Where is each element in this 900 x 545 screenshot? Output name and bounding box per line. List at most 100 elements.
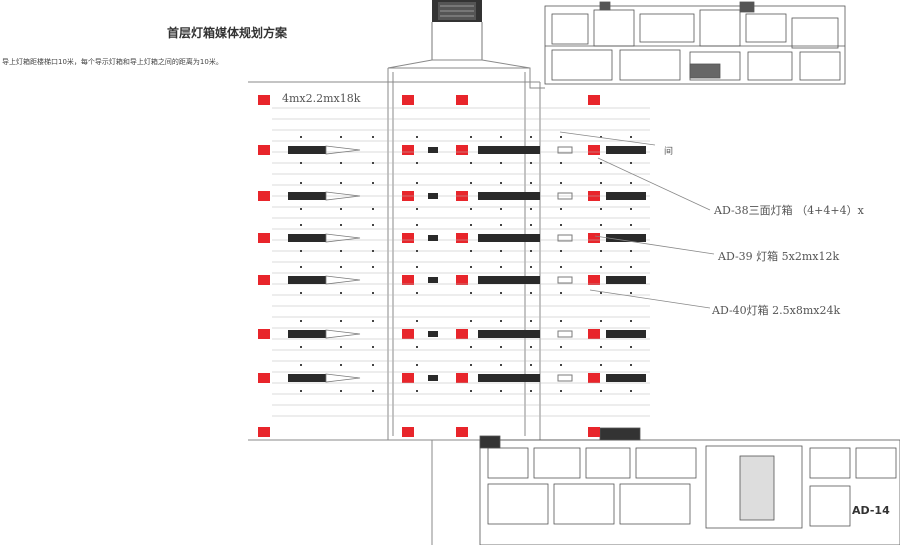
- dot: [470, 390, 472, 392]
- dot: [600, 182, 602, 184]
- dot: [300, 162, 302, 164]
- dot: [300, 136, 302, 138]
- dot: [416, 224, 418, 226]
- dot: [630, 364, 632, 366]
- callout-ad-38: AD-38三面灯箱 （4+4+4）x: [714, 204, 864, 217]
- lightbox-marker: [402, 233, 414, 243]
- dot: [300, 390, 302, 392]
- pillar: [557, 234, 573, 242]
- dot: [600, 136, 602, 138]
- parking-rows: [258, 95, 650, 437]
- dot: [416, 292, 418, 294]
- dot: [560, 320, 562, 322]
- dot: [560, 250, 562, 252]
- dot: [630, 390, 632, 392]
- dot: [530, 182, 532, 184]
- dot: [300, 224, 302, 226]
- car-strip: [478, 146, 540, 154]
- dot: [416, 136, 418, 138]
- lightbox-marker: [402, 275, 414, 285]
- dot: [560, 364, 562, 366]
- column-block: [428, 235, 438, 241]
- car-strip: [606, 374, 646, 382]
- dot: [530, 346, 532, 348]
- dot: [500, 182, 502, 184]
- car-strip: [478, 330, 540, 338]
- dot: [600, 364, 602, 366]
- page-title: 首层灯箱媒体规划方案: [167, 26, 288, 40]
- direction-arrow: [325, 145, 361, 155]
- car-strip: [478, 234, 540, 242]
- lightbox-marker: [456, 373, 468, 383]
- lightbox-marker: [588, 233, 600, 243]
- top-staircase: [431, 0, 483, 60]
- direction-arrow: [325, 329, 361, 339]
- dot: [372, 224, 374, 226]
- dot: [500, 320, 502, 322]
- dot: [470, 182, 472, 184]
- lightbox-marker: [456, 427, 468, 437]
- dot: [530, 250, 532, 252]
- dot: [340, 224, 342, 226]
- column-block: [428, 375, 438, 381]
- column-block: [428, 147, 438, 153]
- column-block: [428, 331, 438, 337]
- lightbox-marker: [402, 427, 414, 437]
- column-block: [428, 277, 438, 283]
- dot: [340, 182, 342, 184]
- dot: [470, 250, 472, 252]
- lightbox-marker: [402, 95, 414, 105]
- dot: [600, 250, 602, 252]
- dot: [416, 364, 418, 366]
- lightbox-marker: [402, 373, 414, 383]
- dot: [470, 292, 472, 294]
- dot: [500, 292, 502, 294]
- dot: [500, 136, 502, 138]
- dot: [600, 346, 602, 348]
- dot: [500, 250, 502, 252]
- dot: [470, 162, 472, 164]
- dot: [372, 136, 374, 138]
- plan-description: 导上灯箱距楼梯口10米，每个导示灯箱和导上灯箱之间的距离为10米。: [2, 58, 223, 66]
- column-block: [428, 193, 438, 199]
- dot: [470, 208, 472, 210]
- dot: [600, 292, 602, 294]
- pillar: [557, 146, 573, 154]
- dot: [500, 346, 502, 348]
- dot: [416, 266, 418, 268]
- hall-boundary: [248, 59, 640, 545]
- dot: [500, 390, 502, 392]
- pillar: [557, 374, 573, 382]
- top-media-label: 4mx2.2mx18k: [282, 92, 361, 105]
- edge-label: AD-14: [852, 504, 890, 517]
- dot: [416, 320, 418, 322]
- dot: [300, 292, 302, 294]
- callout-ad-39: AD-39 灯箱 5x2mx12k: [718, 250, 840, 263]
- dot: [470, 364, 472, 366]
- car-strip: [478, 276, 540, 284]
- dot: [340, 208, 342, 210]
- dot: [560, 208, 562, 210]
- dot: [300, 208, 302, 210]
- lightbox-marker: [456, 145, 468, 155]
- dot: [630, 136, 632, 138]
- dot: [300, 250, 302, 252]
- lightbox-marker: [588, 145, 600, 155]
- dot: [600, 162, 602, 164]
- lightbox-marker: [588, 427, 600, 437]
- dot: [530, 224, 532, 226]
- car-strip: [288, 146, 326, 154]
- dot: [630, 346, 632, 348]
- lightbox-marker: [588, 329, 600, 339]
- dot: [340, 390, 342, 392]
- lightbox-marker: [258, 373, 270, 383]
- lightbox-marker: [456, 275, 468, 285]
- dot: [630, 182, 632, 184]
- callout-ad-40: AD-40灯箱 2.5x8mx24k: [712, 304, 841, 317]
- lightbox-marker: [258, 427, 270, 437]
- car-strip: [288, 192, 326, 200]
- dot: [340, 346, 342, 348]
- car-strip: [606, 234, 646, 242]
- direction-arrow: [325, 275, 361, 285]
- dot: [630, 208, 632, 210]
